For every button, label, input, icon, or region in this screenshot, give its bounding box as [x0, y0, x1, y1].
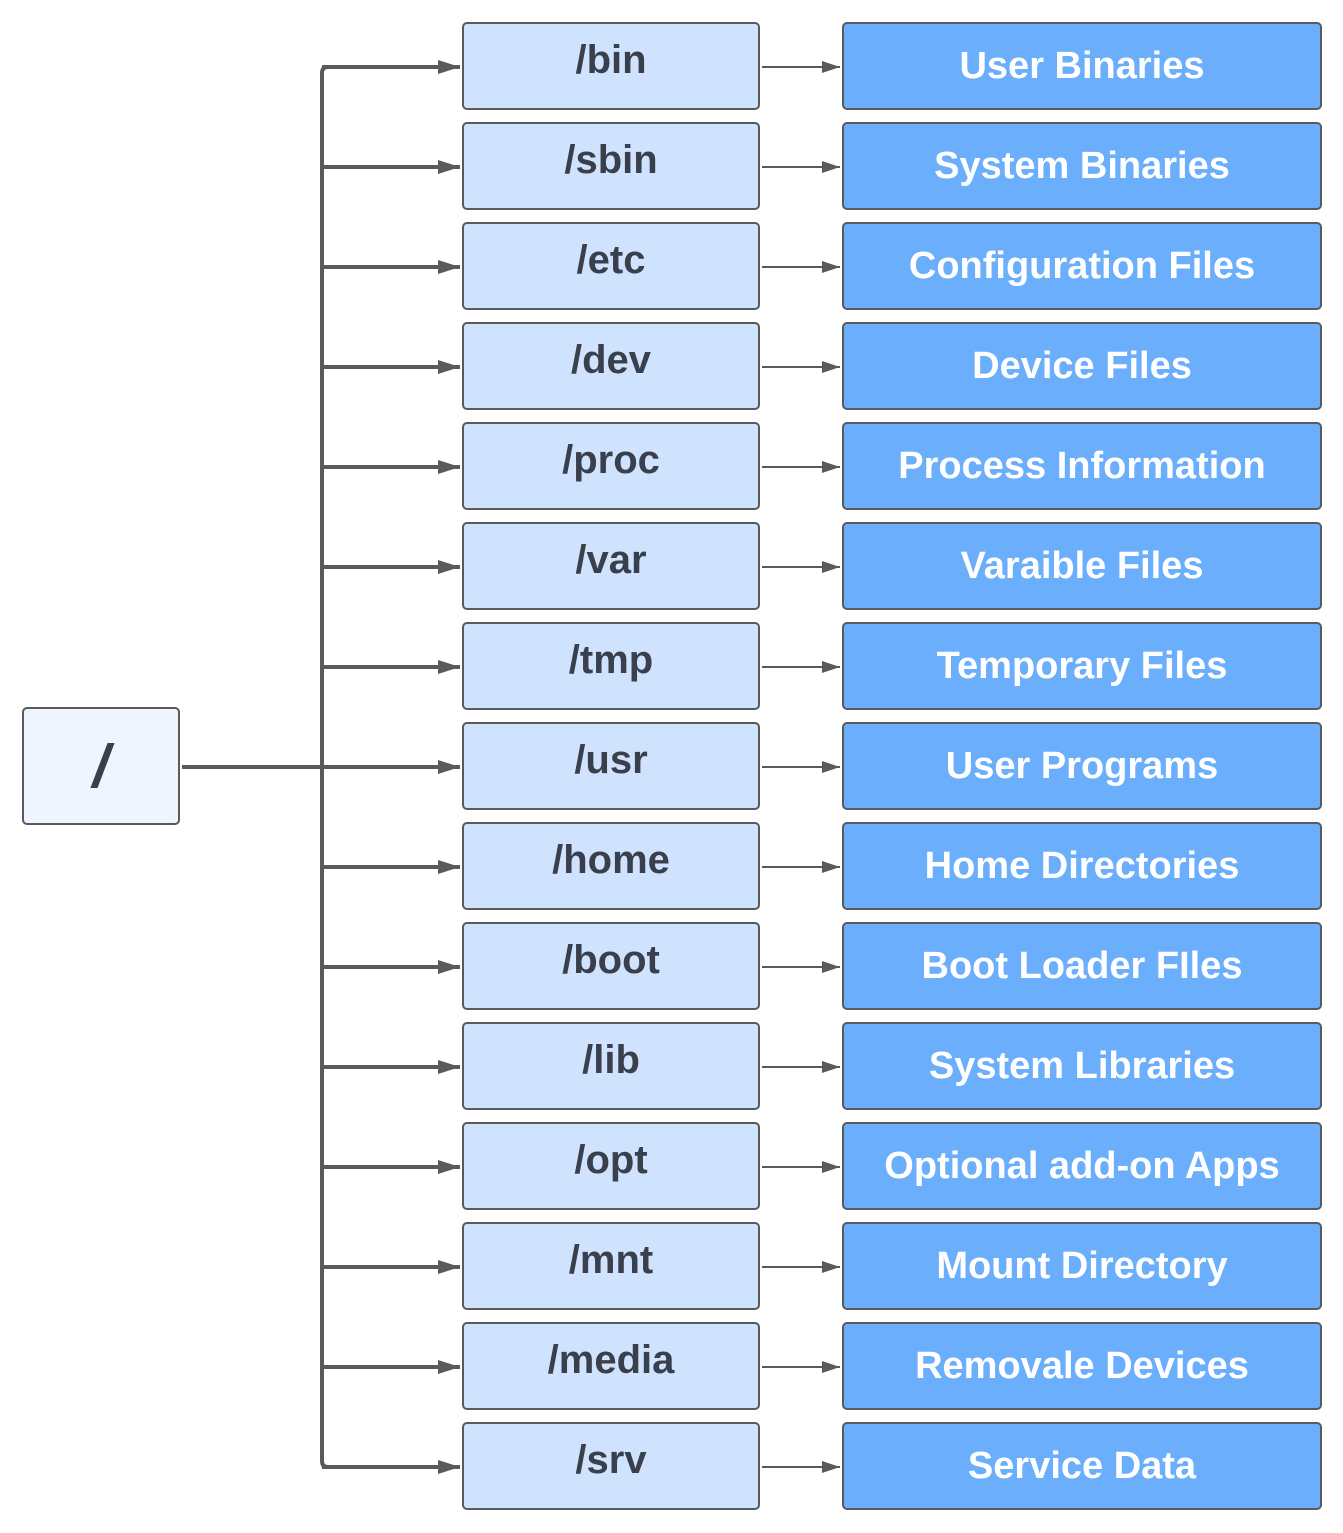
- directory-node: /sbin: [462, 122, 760, 210]
- directory-description-node: Varaible Files: [842, 522, 1322, 610]
- directory-node: /boot: [462, 922, 760, 1010]
- directory-description-node: Optional add-on Apps: [842, 1122, 1322, 1210]
- directory-node: /dev: [462, 322, 760, 410]
- directory-description-node: Home Directories: [842, 822, 1322, 910]
- directory-description-node: Removale Devices: [842, 1322, 1322, 1410]
- directory-description-node: Process Information: [842, 422, 1322, 510]
- directory-description-node: Boot Loader FIles: [842, 922, 1322, 1010]
- directory-node: /srv: [462, 1422, 760, 1510]
- directory-description-node: Temporary Files: [842, 622, 1322, 710]
- directory-description-node: Mount Directory: [842, 1222, 1322, 1310]
- directory-node: /media: [462, 1322, 760, 1410]
- directory-description-node: User Programs: [842, 722, 1322, 810]
- directory-node: /lib: [462, 1022, 760, 1110]
- directory-node: /etc: [462, 222, 760, 310]
- directory-node: /mnt: [462, 1222, 760, 1310]
- directory-node: /var: [462, 522, 760, 610]
- directory-description-node: Service Data: [842, 1422, 1322, 1510]
- directory-description-node: Device Files: [842, 322, 1322, 410]
- directory-node: /home: [462, 822, 760, 910]
- directory-description-node: System Binaries: [842, 122, 1322, 210]
- directory-node: /proc: [462, 422, 760, 510]
- directory-description-node: User Binaries: [842, 22, 1322, 110]
- directory-description-node: Configuration Files: [842, 222, 1322, 310]
- root-directory-node: /: [22, 707, 180, 825]
- directory-description-node: System Libraries: [842, 1022, 1322, 1110]
- directory-node: /tmp: [462, 622, 760, 710]
- directory-node: /opt: [462, 1122, 760, 1210]
- directory-node: /bin: [462, 22, 760, 110]
- directory-node: /usr: [462, 722, 760, 810]
